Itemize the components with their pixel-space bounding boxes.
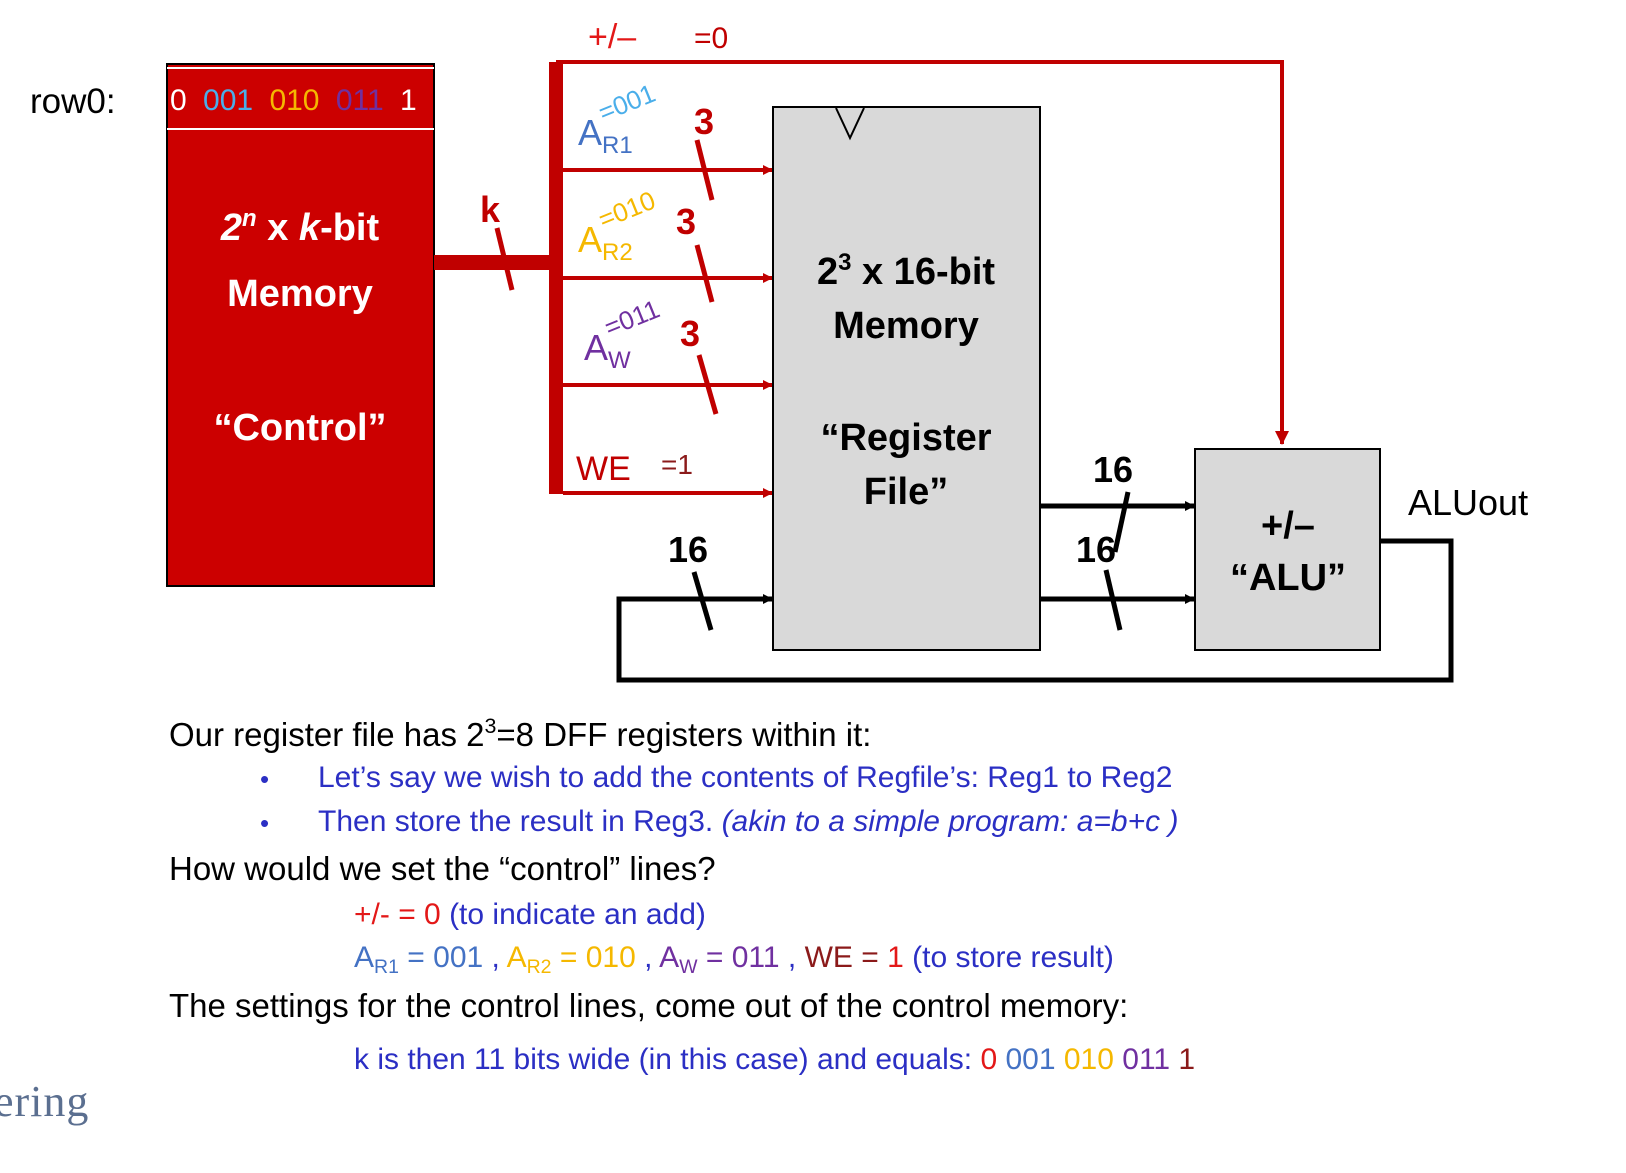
alu-box [1194, 448, 1381, 651]
row-label: row0: [30, 82, 116, 121]
alu-out-label: ALUout [1408, 482, 1528, 523]
control-memory-box [166, 63, 435, 587]
feedback-slash [691, 571, 714, 631]
control-size-label: 2n x k-bit [220, 205, 380, 249]
read-data-1-slash [1112, 491, 1131, 553]
alu-op-label: +/– [1261, 505, 1315, 547]
ar1-value: =001 [594, 78, 660, 128]
ar1-slash [694, 139, 715, 201]
ar2-label: AR2 [578, 219, 633, 266]
read-data-2-width: 16 [1076, 529, 1116, 570]
read-data-2-slash [1103, 569, 1123, 631]
we-value: =1 [661, 449, 693, 480]
ar1-width: 3 [694, 101, 714, 142]
aw-slash [696, 354, 719, 415]
ar2-value: =010 [594, 185, 660, 235]
aw-width: 3 [680, 313, 700, 354]
pm-control-wire [556, 60, 1289, 445]
row0-bits: 0 001 010 011 1 [170, 84, 417, 117]
row0-bit-ar1: 001 [203, 84, 253, 117]
feedback-width: 16 [668, 529, 708, 570]
alu-name-label: “ALU” [1230, 557, 1346, 599]
pm-label: +/– [588, 18, 636, 56]
read-data-1-width: 16 [1093, 449, 1133, 490]
regfile-memory-label: Memory [833, 305, 979, 347]
row0-bit-we: 1 [400, 84, 417, 117]
ar2-slash [694, 244, 715, 303]
regfile-name-label: “Register [820, 417, 991, 459]
ar1-label: AR1 [578, 112, 633, 159]
regfile-name-label-2: File” [864, 471, 948, 513]
aw-label: AW [584, 327, 631, 374]
alu-output-wire [616, 538, 1454, 683]
control-vertical-bus [549, 62, 563, 494]
pm-value: =0 [694, 22, 728, 55]
ar2-width: 3 [676, 201, 696, 242]
row0-bit-aw: 011 [336, 84, 384, 117]
row0-bit-ar2: 010 [269, 84, 319, 117]
clock-triangle-icon [835, 107, 865, 141]
k-bus-slash [494, 227, 515, 291]
register-file-box [772, 106, 1041, 651]
control-name-label: “Control” [213, 407, 386, 449]
control-memory-label: Memory [227, 273, 373, 315]
aw-value: =011 [600, 294, 664, 343]
we-label: WE [576, 450, 631, 488]
row0-bit-op: 0 [170, 84, 187, 117]
k-bus-width: k [480, 189, 501, 230]
k-bus [434, 255, 554, 270]
regfile-size-label: 23 x 16-bit [817, 249, 995, 293]
